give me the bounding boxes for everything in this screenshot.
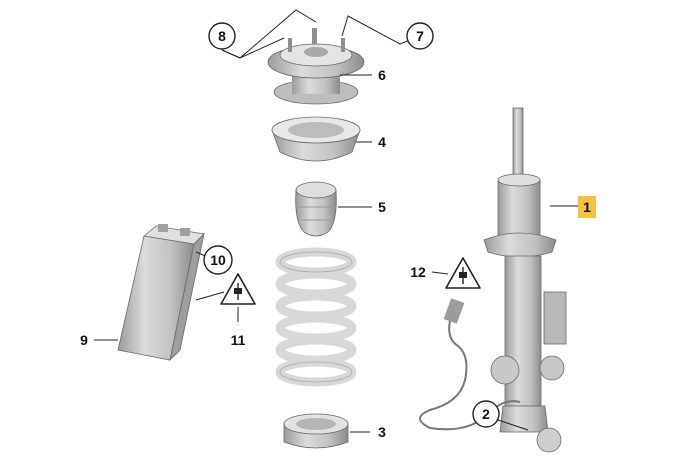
highlight-box — [578, 196, 596, 218]
shock-absorber-part — [483, 107, 567, 453]
label-6: 6 — [378, 67, 386, 83]
label-4: 4 — [378, 134, 386, 150]
control-unit-part — [117, 224, 205, 362]
label-9: 9 — [80, 332, 88, 348]
label-3: 3 — [378, 424, 386, 440]
label-1: 1 — [583, 199, 591, 215]
label-5: 5 — [378, 199, 386, 215]
callout-2: 2 — [472, 400, 500, 428]
label-1-highlight: 1 — [578, 196, 596, 218]
spring-pad-part — [271, 116, 361, 162]
bump-stop-part — [295, 181, 337, 237]
strut-mount-part — [267, 28, 365, 105]
label-12: 12 — [410, 264, 426, 280]
label-11: 11 — [231, 332, 246, 348]
callout-8: 8 — [208, 22, 236, 50]
callout-label: 8 — [218, 28, 226, 44]
warning-triangle-plug-icon — [445, 257, 481, 289]
callout-7: 7 — [406, 22, 434, 50]
callout-label: 10 — [210, 252, 226, 268]
callout-10: 10 — [203, 245, 233, 275]
warning-triangle-plug-icon — [220, 273, 256, 305]
callout-label: 7 — [416, 28, 424, 44]
lower-spring-seat-part — [283, 413, 349, 449]
coil-spring-part — [275, 247, 357, 390]
callout-label: 2 — [482, 406, 490, 422]
